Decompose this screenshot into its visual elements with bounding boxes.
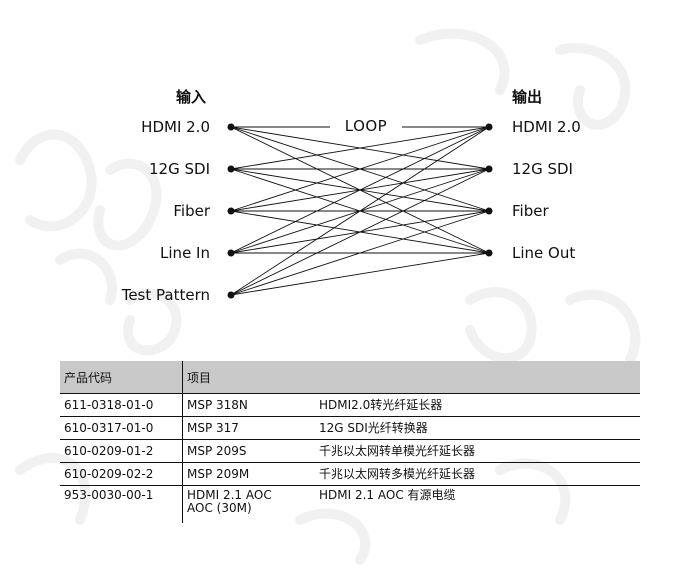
connection-line (230, 126, 490, 296)
input-label-line-in: Line In (160, 244, 210, 262)
connection-line (230, 252, 490, 296)
item-cell: MSP 317 (182, 416, 315, 440)
description-cell: 千兆以太网转多模光纤延长器 (315, 462, 640, 486)
description-cell: HDMI 2.1 AOC 有源电缆 (319, 488, 456, 502)
connection-line (230, 210, 490, 296)
product-code-cell: 953-0030-00-1 (60, 485, 183, 523)
description-cell: 12G SDI光纤转换器 (315, 416, 640, 440)
table-row: 610-0317-01-0 MSP 317 12G SDI光纤转换器 (60, 416, 640, 440)
table-row: 953-0030-00-1 HDMI 2.1 AOC AOC (30M) HDM… (60, 485, 640, 524)
item-cell: MSP 209S (182, 439, 315, 463)
input-label-hdmi: HDMI 2.0 (141, 118, 210, 136)
output-node-dot (485, 165, 493, 173)
product-code-cell: 611-0318-01-0 (60, 393, 183, 417)
input-header: 输入 (176, 88, 207, 106)
header-product-code: 产品代码 (60, 361, 183, 394)
product-table: 产品代码 项目 611-0318-01-0 MSP 318N HDMI2.0转光… (60, 361, 640, 523)
product-code-cell: 610-0209-01-2 (60, 439, 183, 463)
table-row: 611-0318-01-0 MSP 318N HDMI2.0转光纤延长器 (60, 393, 640, 417)
output-label-12g-sdi: 12G SDI (512, 160, 573, 178)
product-code-cell: 610-0209-02-2 (60, 462, 183, 486)
output-label-line-out: Line Out (512, 244, 576, 262)
connection-line (230, 126, 490, 212)
header-description (315, 361, 640, 394)
item-cell: MSP 318N (182, 393, 315, 417)
loop-label: LOOP (330, 117, 402, 135)
item-cell-text: HDMI 2.1 AOC AOC (30M) (187, 488, 272, 515)
input-label-fiber: Fiber (173, 202, 210, 220)
description-cell: 千兆以太网转单模光纤延长器 (315, 439, 640, 463)
product-code-cell: 610-0317-01-0 (60, 416, 183, 440)
header-item: 项目 (182, 361, 315, 394)
table-row: 610-0209-02-2 MSP 209M 千兆以太网转多模光纤延长器 (60, 462, 640, 486)
description-cell: HDMI2.0转光纤延长器 (315, 393, 640, 417)
input-label-test-pattern: Test Pattern (121, 286, 210, 304)
output-label-hdmi: HDMI 2.0 (512, 118, 581, 136)
connection-line (230, 168, 490, 296)
item-cell: HDMI 2.1 AOC AOC (30M) (183, 486, 316, 524)
table-header-row: 产品代码 项目 (60, 361, 640, 394)
input-node-dot (227, 207, 235, 215)
output-label-fiber: Fiber (512, 202, 549, 220)
output-header: 输出 (512, 88, 543, 106)
connection-line (230, 126, 490, 170)
input-node-dot (227, 291, 235, 299)
input-label-12g-sdi: 12G SDI (149, 160, 210, 178)
output-node-dot (485, 249, 493, 257)
input-node-dot (227, 123, 235, 131)
connection-line (230, 126, 490, 254)
output-node-dot (485, 123, 493, 131)
input-node-dot (227, 249, 235, 257)
table-row: 610-0209-01-2 MSP 209S 千兆以太网转单模光纤延长器 (60, 439, 640, 463)
output-node-dot (485, 207, 493, 215)
input-node-dot (227, 165, 235, 173)
item-cell: MSP 209M (182, 462, 315, 486)
